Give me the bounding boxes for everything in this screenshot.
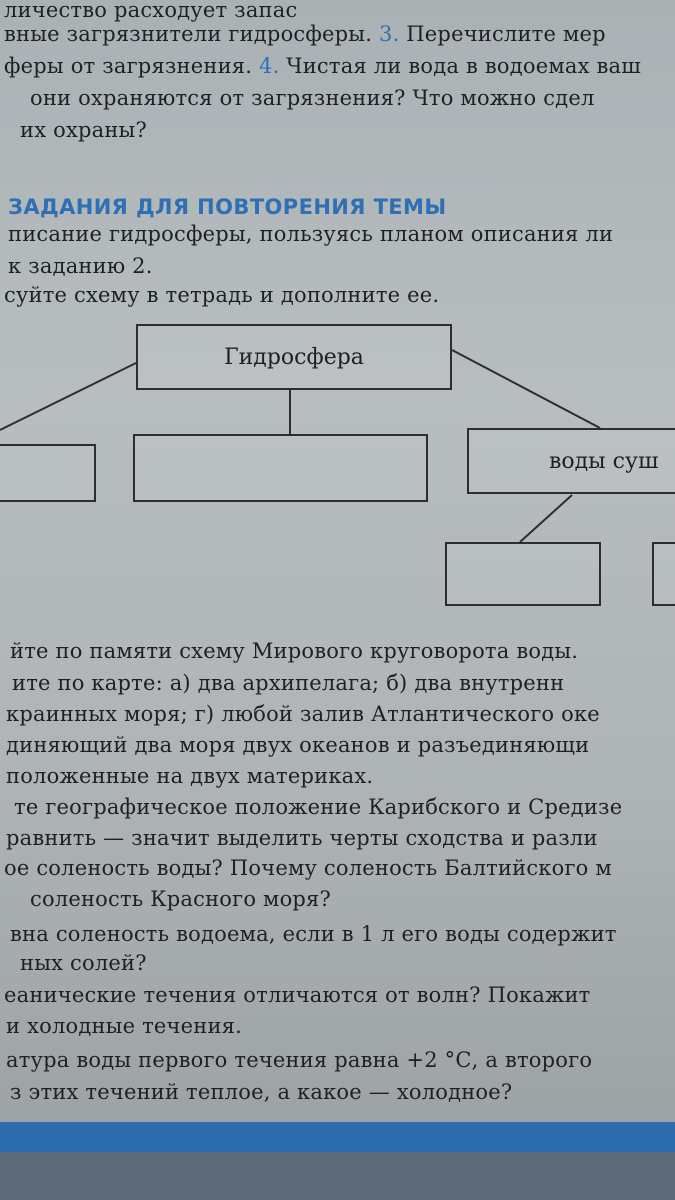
intro-line-2: к заданию 2. bbox=[8, 254, 153, 278]
line-text: Перечислите мер bbox=[399, 22, 606, 46]
child-left-box bbox=[445, 542, 601, 606]
task-line-15: з этих течений теплое, а какое — холодно… bbox=[10, 1080, 513, 1104]
intro-line-1: писание гидросферы, пользуясь планом опи… bbox=[8, 222, 614, 246]
left-box bbox=[0, 444, 96, 502]
line-text: вные загрязнители гидросферы. bbox=[4, 22, 379, 46]
top-line-2: вные загрязнители гидросферы. 3. Перечис… bbox=[4, 24, 606, 45]
hydrosphere-diagram: Гидросфера воды суш bbox=[0, 318, 675, 618]
child-right-box bbox=[652, 542, 675, 606]
top-line-5: их охраны? bbox=[20, 120, 147, 141]
middle-box bbox=[133, 434, 428, 502]
diagram-connectors bbox=[0, 349, 601, 543]
root-label: Гидросфера bbox=[224, 344, 364, 370]
task-number: 4. bbox=[258, 54, 280, 78]
right-box-label: воды суш bbox=[549, 448, 659, 474]
root-box: Гидросфера bbox=[136, 324, 452, 390]
task-line-5: положенные на двух материках. bbox=[6, 764, 374, 788]
task-line-4: диняющий два моря двух океанов и разъеди… bbox=[6, 733, 590, 757]
line-text: личество расходует запас bbox=[4, 0, 298, 22]
top-line-1: личество расходует запас bbox=[4, 0, 297, 21]
connector-right bbox=[451, 349, 601, 429]
top-line-4: они охраняются от загрязнения? Что можно… bbox=[30, 88, 595, 109]
task-line-6: те географическое положение Карибского и… bbox=[14, 795, 623, 819]
task-line-11: ных солей? bbox=[20, 951, 147, 975]
line-text: феры от загрязнения. bbox=[4, 54, 259, 78]
task-line-7: равнить — значит выделить черты сходства… bbox=[6, 826, 598, 850]
section-heading: ЗАДАНИЯ ДЛЯ ПОВТОРЕНИЯ ТЕМЫ bbox=[8, 195, 447, 219]
task-line-13: и холодные течения. bbox=[6, 1014, 242, 1038]
top-line-3: феры от загрязнения. 4. Чистая ли вода в… bbox=[4, 56, 641, 77]
task-number: 3. bbox=[378, 22, 400, 46]
right-box: воды суш bbox=[467, 428, 675, 494]
line-text: Чистая ли вода в водоемах ваш bbox=[279, 54, 641, 78]
intro-line-3: суйте схему в тетрадь и дополните ее. bbox=[4, 283, 440, 307]
task-line-12: еанические течения отличаются от волн? П… bbox=[4, 983, 591, 1007]
page-edge bbox=[0, 1152, 675, 1200]
line-text: они охраняются от загрязнения? Что можно… bbox=[30, 86, 595, 110]
task-line-8: ое соленость воды? Почему соленость Балт… bbox=[4, 856, 612, 880]
connector-left bbox=[0, 362, 137, 431]
page-bottom-stripe bbox=[0, 1122, 675, 1152]
task-line-10: вна соленость водоема, если в 1 л его во… bbox=[10, 922, 617, 946]
task-line-2: ите по карте: а) два архипелага; б) два … bbox=[12, 671, 565, 695]
task-line-3: краинных моря; г) любой залив Атлантичес… bbox=[6, 702, 600, 726]
task-line-1: йте по памяти схему Мирового круговорота… bbox=[10, 639, 579, 663]
line-text: их охраны? bbox=[20, 118, 147, 142]
task-line-14: атура воды первого течения равна +2 °С, … bbox=[6, 1048, 593, 1072]
connector-child-left bbox=[519, 494, 573, 543]
task-line-9: соленость Красного моря? bbox=[30, 887, 331, 911]
